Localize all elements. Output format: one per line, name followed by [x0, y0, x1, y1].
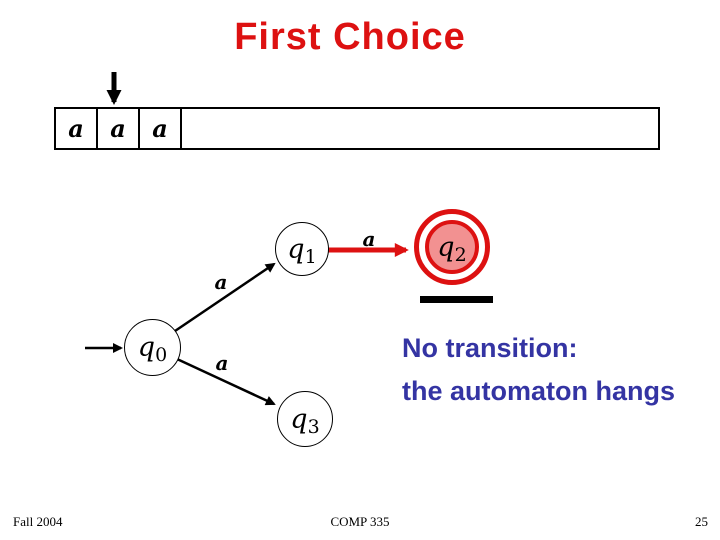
footer-course: COMP 335 — [330, 514, 390, 529]
footer-page-number: 25 — [695, 514, 708, 529]
tape-cell-2: a — [140, 109, 182, 148]
transition-label-q0-q1: a — [214, 270, 228, 294]
input-tape: a a a — [54, 107, 660, 150]
state-q2-accepting-ring: q2 — [414, 209, 490, 285]
state-q3: q3 — [277, 391, 333, 447]
note-text: No transition: the automaton hangs — [402, 327, 675, 413]
transition-label-q0-q3: a — [215, 351, 229, 375]
state-q3-label: q3 — [290, 403, 320, 438]
state-q0-label: q0 — [137, 332, 168, 366]
transition-arrow-q0-q1 — [174, 262, 276, 333]
transition-label-q1-q2: a — [362, 227, 376, 251]
state-q2-label: q2 — [437, 231, 467, 266]
transition-arrow-q0-q3 — [176, 357, 276, 406]
state-q1-label: q1 — [287, 233, 317, 268]
no-transition-underline — [420, 296, 493, 303]
state-q0: q0 — [124, 319, 181, 376]
slide-footer: Fall 2004 COMP 335 25 — [0, 514, 720, 534]
note-line-1: No transition: — [402, 333, 578, 363]
state-q1: q1 — [275, 222, 329, 276]
slide-title: First Choice — [234, 16, 466, 58]
tape-cell-1: a — [98, 109, 140, 148]
tape-cell-0: a — [56, 109, 98, 148]
state-q2: q2 — [425, 220, 479, 274]
note-line-2: the automaton hangs — [402, 376, 676, 406]
tape-cell-rest — [182, 109, 658, 148]
footer-date: Fall 2004 — [13, 514, 63, 529]
